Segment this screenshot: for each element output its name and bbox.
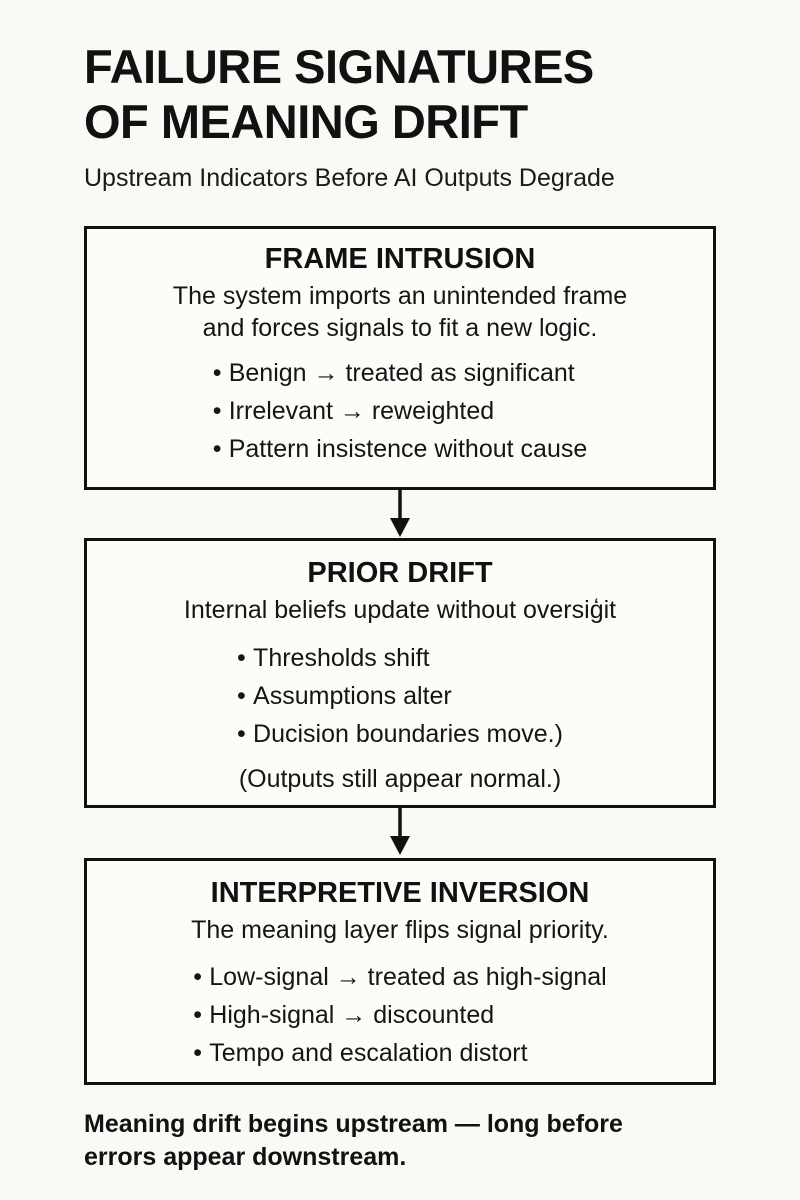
flow-box-description: The meaning layer flips signal priority. bbox=[191, 916, 609, 944]
bullet-marker-icon: • bbox=[193, 1039, 203, 1067]
bullet-marker-icon: • bbox=[193, 963, 203, 991]
flow-box-description: Internal beliefs update without oversiģi… bbox=[183, 596, 617, 624]
list-item: •Thresholds shift bbox=[237, 639, 563, 677]
footer-line-1: Meaning drift begins upstream — long bef… bbox=[84, 1110, 623, 1138]
bullet-marker-icon: • bbox=[237, 682, 246, 710]
flow-box-bullet-list: •Low-signal → treated as high-signal •Hi… bbox=[193, 958, 606, 1072]
flow-box-bullet-list: •Benign → treated as significant •Irrele… bbox=[213, 354, 588, 468]
list-item-label: Tempo and escalation distort bbox=[209, 1039, 528, 1067]
list-item: •Irrelevant → reweighted bbox=[213, 392, 588, 430]
description-line-2: and forces signals to fit a new logic. bbox=[202, 314, 598, 342]
footer-caption: Meaning drift begins upstream — long bef… bbox=[84, 1108, 724, 1174]
arrow-down-icon bbox=[386, 808, 414, 856]
flow-box-note: (Outputs still appear normal.) bbox=[238, 765, 562, 793]
list-item-label: Ducision boundaries move.) bbox=[253, 720, 563, 748]
list-item: •Ducision boundaries move.) bbox=[237, 715, 563, 753]
arrow-down-icon bbox=[386, 490, 414, 538]
list-item: •High-signal → discounted bbox=[193, 996, 606, 1034]
page-subtitle: Upstream Indicators Before AI Outputs De… bbox=[84, 163, 615, 192]
list-item: •Benign → treated as significant bbox=[213, 354, 588, 392]
list-item-label: Irrelevant → reweighted bbox=[228, 397, 495, 425]
list-item-label: Pattern insistence without cause bbox=[228, 435, 588, 463]
bullet-marker-icon: • bbox=[212, 359, 222, 387]
flow-box-title: PRIOR DRIFT bbox=[307, 557, 493, 589]
list-item: •Pattern insistence without cause bbox=[213, 430, 588, 468]
flow-box-frame-intrusion: FRAME INTRUSION The system imports an un… bbox=[84, 226, 716, 490]
description-line-1: The system imports an unintended frame bbox=[172, 282, 628, 310]
list-item-label: Thresholds shift bbox=[253, 644, 430, 672]
list-item-label: Low-signal → treated as high-signal bbox=[209, 963, 607, 991]
bullet-marker-icon: • bbox=[212, 397, 222, 425]
title-line-2: OF MEANING DRIFT bbox=[84, 94, 528, 148]
flow-box-prior-drift: PRIOR DRIFT Internal beliefs update with… bbox=[84, 538, 716, 808]
flow-box-title: FRAME INTRUSION bbox=[264, 243, 536, 275]
flow-box-title: INTERPRETIVE INVERSION bbox=[210, 877, 590, 909]
flow-box-interpretive-inversion: INTERPRETIVE INVERSION The meaning layer… bbox=[84, 858, 716, 1085]
flow-box-bullet-list: •Thresholds shift •Assumptions alter •Du… bbox=[237, 639, 563, 753]
list-item-label: Benign → treated as significant bbox=[228, 359, 575, 387]
list-item: •Assumptions alter bbox=[237, 677, 563, 715]
flow-box-description: The system imports an unintended frame an… bbox=[173, 280, 627, 344]
bullet-marker-icon: • bbox=[237, 644, 246, 672]
footer-line-2: errors appear downstream. bbox=[84, 1143, 407, 1171]
list-item-label: Assumptions alter bbox=[253, 682, 452, 710]
bullet-marker-icon: • bbox=[193, 1001, 203, 1029]
bullet-marker-icon: • bbox=[237, 720, 246, 748]
title-line-1: FAILURE SIGNATURES bbox=[84, 40, 594, 93]
bullet-marker-icon: • bbox=[212, 435, 222, 463]
list-item-label: High-signal → discounted bbox=[209, 1001, 495, 1029]
list-item: •Low-signal → treated as high-signal bbox=[193, 958, 606, 996]
list-item: •Tempo and escalation distort bbox=[193, 1034, 606, 1072]
